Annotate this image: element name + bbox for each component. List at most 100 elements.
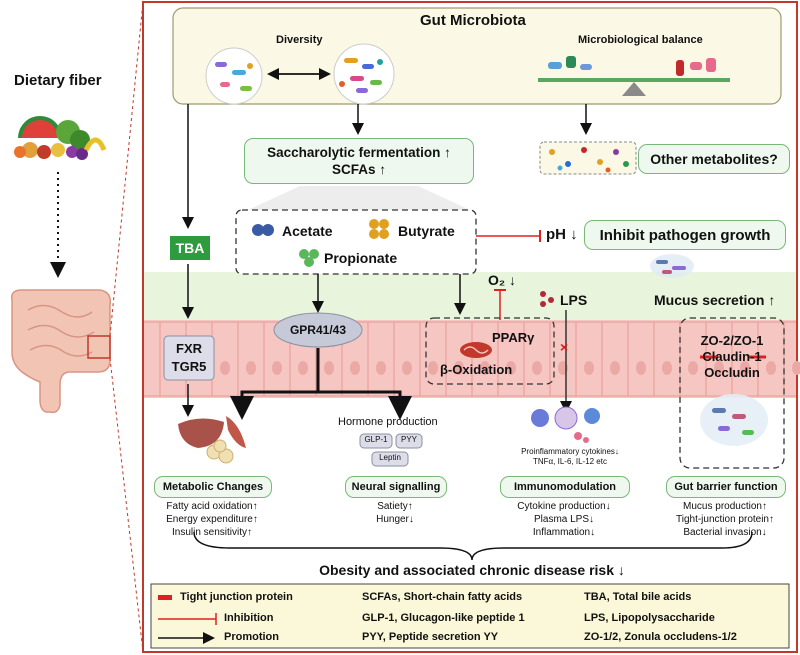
glp1-box [359, 433, 393, 449]
scfa-box [235, 209, 477, 275]
legend-tight-junction: Tight junction protein [180, 591, 293, 603]
metabolic-items: Fatty acid oxidation↑ Energy expenditure… [150, 500, 274, 539]
cell-nucleus [532, 361, 542, 375]
immuno-item: Inflammation↓ [532, 527, 596, 538]
cell-nucleus [740, 361, 750, 375]
cell-nucleus [298, 361, 308, 375]
immuno-items: Cytokine production↓ Plasma LPS↓ Inflamm… [500, 500, 628, 539]
tight-junction-labels: ZO-2/ZO-1 Claudin-1 Occludin [684, 333, 780, 381]
organ-icons [178, 416, 246, 464]
legend-abbrev: PYY, Peptide secretion YY [362, 631, 499, 643]
immune-cells-icon [531, 406, 600, 443]
food-icon [14, 116, 107, 160]
glp1-label: GLP-1 [364, 435, 388, 444]
funnel-shade [248, 186, 470, 210]
bracket [193, 531, 753, 561]
tgr5-label: TGR5 [171, 359, 207, 374]
cell-nucleus [688, 361, 698, 375]
neural-item: Satiety↑ [377, 501, 413, 512]
legend-inhibition: Inhibition [224, 612, 274, 624]
cell-nucleus [714, 361, 724, 375]
mucus-bacteria-icon [650, 254, 694, 278]
cell-nucleus [662, 361, 672, 375]
claudin-label: Claudin-1 [702, 349, 762, 364]
lps-label: LPS [560, 292, 588, 308]
metabolite-dots [549, 147, 629, 173]
metabolic-item: Energy expenditure↑ [166, 514, 258, 525]
legend-abbrev: TBA, Total bile acids [584, 591, 692, 603]
barrier-item: Mucus production↑ [683, 501, 767, 512]
zo-label: ZO-2/ZO-1 [700, 333, 764, 348]
cell-nucleus [324, 361, 334, 375]
leptin-label: Leptin [379, 453, 401, 462]
legend-abbrev: ZO-1/2, Zonula occludens-1/2 [584, 631, 737, 643]
butyrate-icon [369, 219, 389, 239]
legend-promotion: Promotion [224, 631, 279, 643]
cell-nucleus [428, 361, 438, 375]
zoom-box [87, 335, 111, 359]
mucus-secretion-label: Mucus secretion ↑ [654, 292, 776, 308]
epithelium [144, 320, 796, 398]
leptin-box [371, 451, 409, 467]
hormone-production-label: Hormone production [338, 416, 438, 428]
cell-nucleus [584, 361, 594, 375]
neural-item: Hunger↓ [376, 514, 414, 525]
fermentation-line1: Saccharolytic fermentation ↑ [267, 145, 451, 160]
cell-nucleus [454, 361, 464, 375]
dietary-fiber-label: Dietary fiber [14, 72, 102, 89]
micro-balance-label: Microbiological balance [578, 34, 703, 46]
acetate-label: Acetate [282, 223, 333, 239]
microbe-circle-1 [205, 47, 263, 105]
cell-nucleus [402, 361, 412, 375]
o2-label: O₂ ↓ [488, 272, 516, 288]
tba-box: TBA [170, 236, 210, 260]
immuno-item: Plasma LPS↓ [533, 514, 595, 525]
barrier-item: Tight-junction protein↑ [675, 514, 774, 525]
ppar-box [425, 317, 555, 385]
gpr-receptor [273, 312, 363, 348]
fxr-label: FXR [176, 341, 202, 356]
cell-nucleus [246, 361, 256, 375]
propionate-label: Propionate [324, 250, 398, 266]
fxr-tgr5-label: FXR TGR5 [164, 340, 214, 376]
neural-items: Satiety↑ Hunger↓ [345, 500, 445, 526]
fxr-box [163, 335, 215, 381]
intestine-icon [10, 289, 112, 414]
cell-nucleus [766, 361, 776, 375]
ppar-label: PPARγ [492, 330, 535, 345]
immuno-item: Cytokine production↓ [517, 501, 611, 512]
inhibit-pathogen-box: Inhibit pathogen growth [584, 220, 786, 250]
gut-microbiota-title: Gut Microbiota [420, 12, 526, 29]
cell-nucleus [376, 361, 386, 375]
gpr-label: GPR41/43 [289, 323, 347, 337]
metabolite-dots-box [539, 141, 637, 175]
gut-barrier-box: Gut barrier function [666, 476, 786, 498]
legend-abbrev: GLP-1, Glucagon-like peptide 1 [362, 612, 525, 624]
cytokine-line1: Proinflammatory cytokines↓ [521, 447, 619, 456]
obesity-risk-label: Obesity and associated chronic disease r… [319, 562, 625, 578]
mucus-layer [144, 272, 796, 320]
cell-nucleus [506, 361, 516, 375]
diversity-label: Diversity [276, 34, 323, 46]
pyy-box [395, 433, 423, 449]
cell-nucleus [220, 361, 230, 375]
immunomodulation-box: Immunomodulation [500, 476, 630, 498]
pyy-label: PYY [400, 435, 417, 444]
beta-oxidation-label: β-Oxidation [440, 362, 513, 377]
legend-box [150, 583, 790, 649]
butyrate-label: Butyrate [398, 223, 455, 239]
microbe-circle-2 [333, 43, 395, 105]
main-frame [142, 1, 798, 653]
metabolic-item: Insulin sensitivity↑ [171, 527, 253, 538]
occludin-label: Occludin [704, 365, 760, 380]
cell-nucleus [610, 361, 620, 375]
neural-signalling-box: Neural signalling [345, 476, 447, 498]
acetate-icon [252, 224, 274, 236]
propionate-icon [299, 249, 319, 267]
svg-text:×: × [560, 339, 568, 355]
ph-label: pH ↓ [546, 226, 578, 243]
cell-nucleus [272, 361, 282, 375]
legend-abbrev: LPS, Lipopolysaccharide [584, 612, 715, 624]
legend-abbrev: SCFAs, Short-chain fatty acids [362, 591, 523, 603]
